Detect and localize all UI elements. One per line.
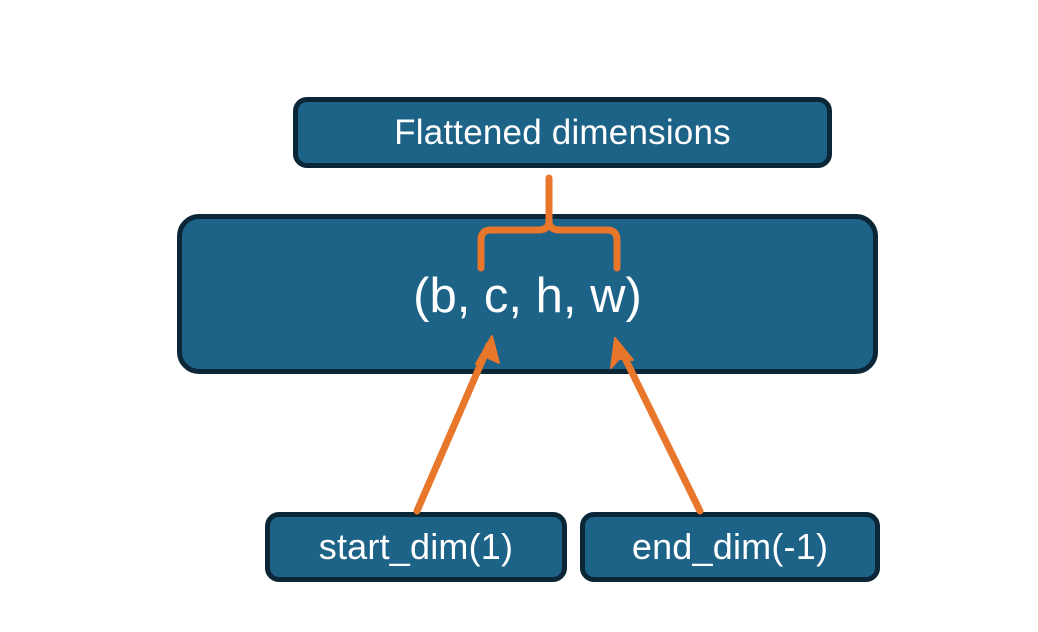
node-tensor-shape-label: (b, c, h, w): [413, 269, 642, 323]
node-start-dim-label: start_dim(1): [318, 526, 514, 567]
node-start-dim[interactable]: start_dim(1): [265, 512, 567, 582]
node-end-dim[interactable]: end_dim(-1): [580, 512, 880, 582]
node-end-dim-label: end_dim(-1): [631, 526, 829, 567]
node-flattened-dimensions-label: Flattened dimensions: [394, 112, 731, 152]
node-flattened-dimensions[interactable]: Flattened dimensions: [293, 97, 832, 168]
